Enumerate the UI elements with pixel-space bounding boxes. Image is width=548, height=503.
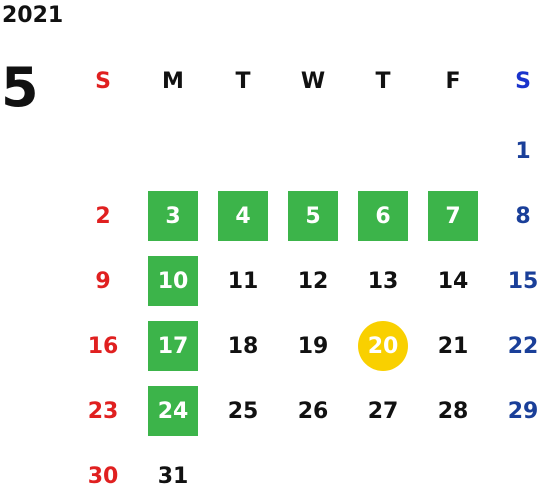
weekday-header-friday: F (445, 68, 461, 94)
day-cell-8[interactable]: 8 (498, 191, 548, 241)
day-number: 14 (437, 268, 469, 294)
day-number: 11 (227, 268, 259, 294)
day-cell-27[interactable]: 27 (358, 386, 408, 436)
day-number: 6 (375, 203, 391, 229)
day-cell-16[interactable]: 16 (78, 321, 128, 371)
day-number: 25 (227, 398, 259, 424)
day-number: 20 (367, 333, 399, 359)
day-number: 1 (515, 138, 531, 164)
weekday-header-sunday: S (95, 68, 111, 94)
day-number: 8 (515, 203, 531, 229)
day-cell-24[interactable]: 24 (148, 386, 198, 436)
day-number: 16 (87, 333, 119, 359)
day-cell-10[interactable]: 10 (148, 256, 198, 306)
day-cell-30[interactable]: 30 (78, 451, 128, 501)
day-number: 5 (305, 203, 321, 229)
day-cell-12[interactable]: 12 (288, 256, 338, 306)
day-cell-7[interactable]: 7 (428, 191, 478, 241)
day-cell-31[interactable]: 31 (148, 451, 198, 501)
day-number: 9 (95, 268, 111, 294)
day-number: 18 (227, 333, 259, 359)
year-label: 2021 (2, 3, 64, 28)
day-cell-9[interactable]: 9 (78, 256, 128, 306)
day-cell-28[interactable]: 28 (428, 386, 478, 436)
day-cell-15[interactable]: 15 (498, 256, 548, 306)
day-number: 19 (297, 333, 329, 359)
day-cell-6[interactable]: 6 (358, 191, 408, 241)
day-cell-14[interactable]: 14 (428, 256, 478, 306)
day-number: 24 (157, 398, 189, 424)
weekday-header-thursday: T (375, 68, 391, 94)
day-number: 26 (297, 398, 329, 424)
day-number: 15 (507, 268, 539, 294)
day-number: 4 (235, 203, 251, 229)
day-number: 7 (445, 203, 461, 229)
day-number: 12 (297, 268, 329, 294)
day-cell-11[interactable]: 11 (218, 256, 268, 306)
day-cell-26[interactable]: 26 (288, 386, 338, 436)
day-number: 29 (507, 398, 539, 424)
day-cell-3[interactable]: 3 (148, 191, 198, 241)
day-number: 10 (157, 268, 189, 294)
day-number: 13 (367, 268, 399, 294)
day-number: 3 (165, 203, 181, 229)
day-number: 21 (437, 333, 469, 359)
day-cell-22[interactable]: 22 (498, 321, 548, 371)
day-cell-23[interactable]: 23 (78, 386, 128, 436)
day-cell-21[interactable]: 21 (428, 321, 478, 371)
day-number: 28 (437, 398, 469, 424)
day-cell-25[interactable]: 25 (218, 386, 268, 436)
day-cell-18[interactable]: 18 (218, 321, 268, 371)
weekday-header-tuesday: T (235, 68, 251, 94)
day-cell-13[interactable]: 13 (358, 256, 408, 306)
day-number: 31 (157, 463, 189, 489)
weekday-header-monday: M (162, 68, 184, 94)
weekday-header-wednesday: W (300, 68, 326, 94)
month-number: 5 (1, 56, 39, 119)
day-cell-29[interactable]: 29 (498, 386, 548, 436)
weekday-header-saturday: S (515, 68, 531, 94)
day-number: 23 (87, 398, 119, 424)
day-cell-20[interactable]: 20 (358, 321, 408, 371)
day-cell-17[interactable]: 17 (148, 321, 198, 371)
day-number: 22 (507, 333, 539, 359)
day-number: 17 (157, 333, 189, 359)
day-cell-5[interactable]: 5 (288, 191, 338, 241)
day-cell-19[interactable]: 19 (288, 321, 338, 371)
day-cell-2[interactable]: 2 (78, 191, 128, 241)
day-number: 2 (95, 203, 111, 229)
day-cell-1[interactable]: 1 (498, 126, 548, 176)
day-number: 27 (367, 398, 399, 424)
day-cell-4[interactable]: 4 (218, 191, 268, 241)
day-number: 30 (87, 463, 119, 489)
